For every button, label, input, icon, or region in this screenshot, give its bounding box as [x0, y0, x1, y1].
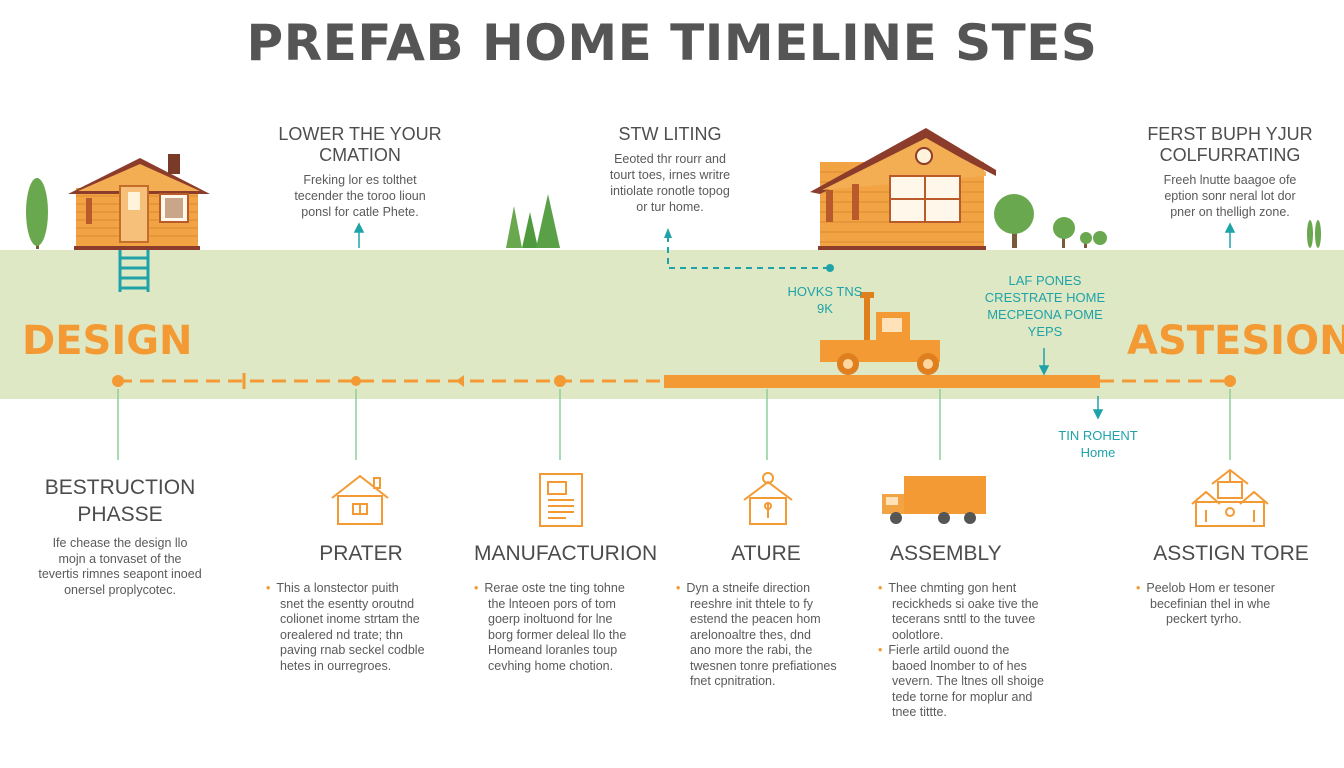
step-5: ASSEMBLY •Thee chmting gon hent recickhe… — [878, 540, 1064, 721]
diagram-title: PREFAB HOME TIMELINE STES — [246, 14, 1098, 72]
step-heading: PRATER — [319, 542, 403, 565]
phase-label-right: ASTESION — [1127, 318, 1344, 364]
step-connectors — [117, 389, 1231, 460]
timeline-line — [112, 373, 1236, 389]
step-body: •This a lonstector puith snet the esentt… — [266, 581, 425, 673]
round-trees-icon — [994, 194, 1321, 248]
ladder-icon — [118, 250, 150, 292]
pine-trees-icon — [506, 194, 560, 248]
step-3: MANUFACTURION •Rerae oste tne ting tohne… — [474, 540, 658, 674]
step-heading: MANUFACTURION — [474, 542, 658, 565]
phase-label-left: DESIGN — [22, 318, 193, 364]
dashed-connector — [664, 228, 834, 272]
house-icon — [331, 474, 389, 525]
document-icon — [539, 473, 583, 527]
step-2: PRATER •This a lonstector puith snet the… — [266, 540, 456, 674]
step-body: •Thee chmting gon hent recickheds si oak… — [878, 581, 1044, 719]
delivery-truck-illustration — [820, 292, 940, 375]
step-body: •Dyn a stneife direction reeshre init th… — [676, 581, 837, 688]
timeline-band — [0, 250, 1344, 399]
step-heading: ATURE — [731, 542, 801, 565]
top-arrows — [353, 222, 1236, 248]
tree-icon — [26, 178, 48, 249]
step-heading: ASSTIGN TORE — [1153, 542, 1309, 565]
step-body: •Peelob Hom er tesoner becefinian thel i… — [1136, 581, 1275, 626]
step-heading: ASSEMBLY — [890, 542, 1002, 565]
house-left-illustration — [68, 154, 210, 250]
step-6: ASSTIGN TORE •Peelob Hom er tesoner bece… — [1136, 540, 1326, 628]
community-icon — [1191, 468, 1269, 527]
truck-icon — [882, 476, 986, 524]
home-key-icon — [743, 472, 793, 525]
label-arrows — [1038, 348, 1104, 420]
top-note-heading: STW LITING — [618, 124, 722, 144]
step-body: •Rerae oste tne ting tohne the lnteoen p… — [474, 581, 627, 673]
step-4: ATURE •Dyn a stneife direction reeshre i… — [676, 540, 856, 690]
house-center-illustration — [810, 128, 996, 250]
